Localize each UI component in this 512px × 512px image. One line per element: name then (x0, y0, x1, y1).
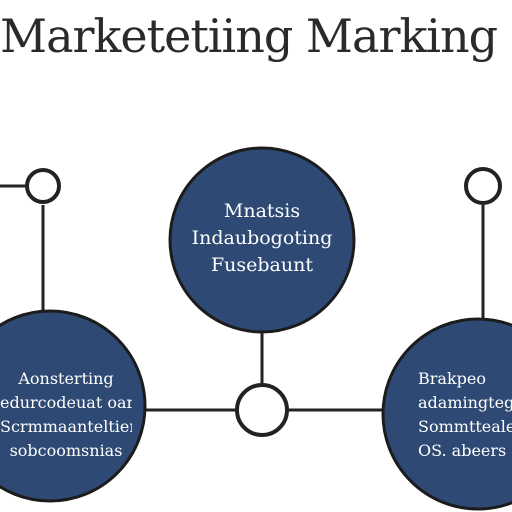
junction-ring-left-top (25, 168, 61, 204)
node-left-line-3: Scrmmaanteltienz (0, 417, 132, 436)
node-left-line-4: sobcoomsnias (9, 441, 123, 460)
node-left-line-1: Aonsterting (18, 369, 114, 388)
node-right-label: Brakpeo adamingteg Sommttealeaps OS. abe… (418, 367, 512, 463)
diagram-title: Marketetiing Marking Mar (0, 9, 512, 63)
node-left-circle (0, 309, 147, 503)
node-right-line-4: OS. abeers (418, 441, 507, 460)
node-right-line-1: Brakpeo (418, 369, 486, 388)
node-top-line-3: Fusebaunt (210, 254, 313, 276)
node-right-line-2: adamingteg (418, 393, 512, 412)
node-left-label: Aonsterting edurcodeuat oards Scrmmaante… (0, 367, 132, 463)
junction-ring-bottom-center (235, 383, 289, 437)
node-left-line-2: edurcodeuat oards (0, 393, 132, 412)
node-right-circle (381, 317, 512, 511)
node-right-line-3: Sommttealeaps (418, 417, 512, 436)
node-top-line-1: Mnatsis (223, 200, 301, 222)
node-top-line-2: Indaubogoting (191, 227, 333, 249)
junction-ring-right-top (464, 167, 502, 205)
node-top-circle (168, 146, 356, 334)
node-top-label: Mnatsis Indaubogoting Fusebaunt (180, 198, 344, 279)
